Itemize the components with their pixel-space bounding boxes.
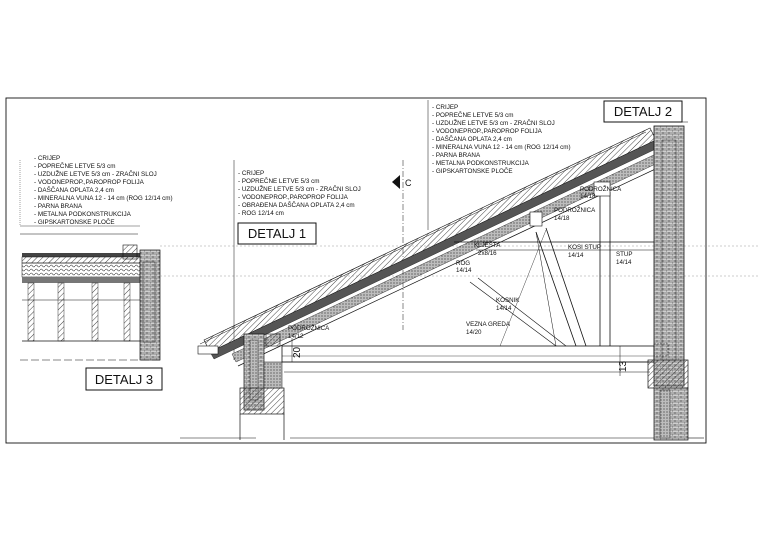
label-kljesta-size: 2x8/16 [478, 250, 497, 257]
detail-1-note-3: - VODONEPROP.,PAROPROP FOLIJA [238, 194, 349, 201]
detail-3-note-2: - UZDUŽNE LETVE 5/3 cm - ZRAČNI SLOJ [34, 169, 157, 178]
drawing-frame [5, 97, 707, 444]
detail-1-note-2: - UZDUŽNE LETVE 5/3 cm - ZRAČNI SLOJ [238, 184, 361, 193]
detail-1-note-0: - CRIJEP [238, 170, 264, 177]
label-podroznica-mid-size: 14/18 [554, 215, 570, 222]
label-kosnik-size: 14/14 [496, 305, 512, 312]
dimension-left: 20 [292, 346, 303, 358]
dimension-right: 13 [618, 360, 629, 372]
detail-2-note-5: - MINERALNA VUNA 12 - 14 cm (ROG 12/14 c… [432, 144, 571, 151]
label-stup-size: 14/14 [616, 259, 632, 266]
label-vezna-greda: VEZNA GREDA [466, 321, 511, 328]
label-rog: ROG [456, 260, 470, 267]
detail-3-note-1: - POPREČNE LETVE 5/3 cm [34, 161, 116, 170]
detail-1-notes: - CRIJEP - POPREČNE LETVE 5/3 cm - UZDUŽ… [233, 160, 361, 360]
detail-1-title: DETALJ 1 [248, 226, 306, 241]
label-rog-size: 14/14 [456, 267, 472, 274]
detail-2-note-4: - DAŠČANA OPLATA 2,4 cm [432, 134, 512, 143]
member-labels: PODROŽNICA 14/18 PODROŽNICA 14/18 KLJEŠT… [288, 185, 633, 340]
detail-2-note-2: - UZDUŽNE LETVE 5/3 cm - ZRAČNI SLOJ [432, 118, 555, 127]
label-kljesta: KLJEŠTA [474, 242, 501, 249]
detail-2-note-8: - GIPSKARTONSKE PLOČE [432, 166, 513, 175]
label-podroznica-low-size: 14/12 [288, 333, 304, 340]
detail-1-note-4: - OBRAĐENA DAŠČANA OPLATA 2,4 cm [238, 200, 355, 209]
detail-2-note-0: - CRIJEP [432, 104, 458, 111]
detail-3-note-7: - METALNA PODKONSTRUKCIJA [34, 211, 132, 218]
detail-3-group: DETALJ 3 - CRIJEP - POPREČNE LETVE 5/3 c… [19, 155, 760, 391]
label-kosi-stup-size: 14/14 [568, 252, 584, 259]
detail-3-note-8: - GIPSKARTONSKE PLOČE [34, 217, 115, 226]
label-kosi-stup: KOSI STUP [568, 244, 601, 251]
section-marker: C [392, 160, 412, 330]
label-podroznica-top-size: 14/18 [580, 193, 596, 200]
detail-2-note-6: - PARNA BRANA [432, 152, 481, 159]
label-stup: STUP [616, 251, 633, 258]
label-kosnik: KOSNIK [496, 297, 520, 304]
detail-1-note-5: - ROG 12/14 cm [238, 210, 284, 217]
detail-3-title: DETALJ 3 [95, 372, 153, 387]
detail-3-note-6: - PARNA BRANA [34, 203, 83, 210]
detail-3-note-0: - CRIJEP [34, 155, 60, 162]
detail-2-note-7: - METALNA PODKONSTRUKCIJA [432, 160, 530, 167]
section-marker-label: C [405, 178, 412, 188]
detail-3-note-5: - MINERALNA VUNA 12 - 14 cm (ROG 12/14 c… [34, 195, 173, 202]
label-podroznica-top: PODROŽNICA [580, 185, 622, 193]
detail-2-title: DETALJ 2 [614, 104, 672, 119]
detail-2-notes: - CRIJEP - POPREČNE LETVE 5/3 cm - UZDUŽ… [427, 100, 683, 230]
detail-2-note-1: - POPREČNE LETVE 5/3 cm [432, 110, 514, 119]
label-vezna-greda-size: 14/20 [466, 329, 482, 336]
label-podroznica-mid: PODROŽNICA [554, 206, 596, 214]
label-podroznica-low: PODROŽNICA [288, 324, 330, 332]
detail-2-note-3: - VODONEPROP.,PAROPROP FOLIJA [432, 128, 543, 135]
detail-1-note-1: - POPREČNE LETVE 5/3 cm [238, 176, 320, 185]
detail-3-note-3: - VODONEPROP.,PAROPROP FOLIJA [34, 179, 145, 186]
roof-structure: 20 13 [180, 121, 704, 441]
detail-3-note-4: - DAŠČANA OPLATA 2,4 cm [34, 185, 114, 194]
